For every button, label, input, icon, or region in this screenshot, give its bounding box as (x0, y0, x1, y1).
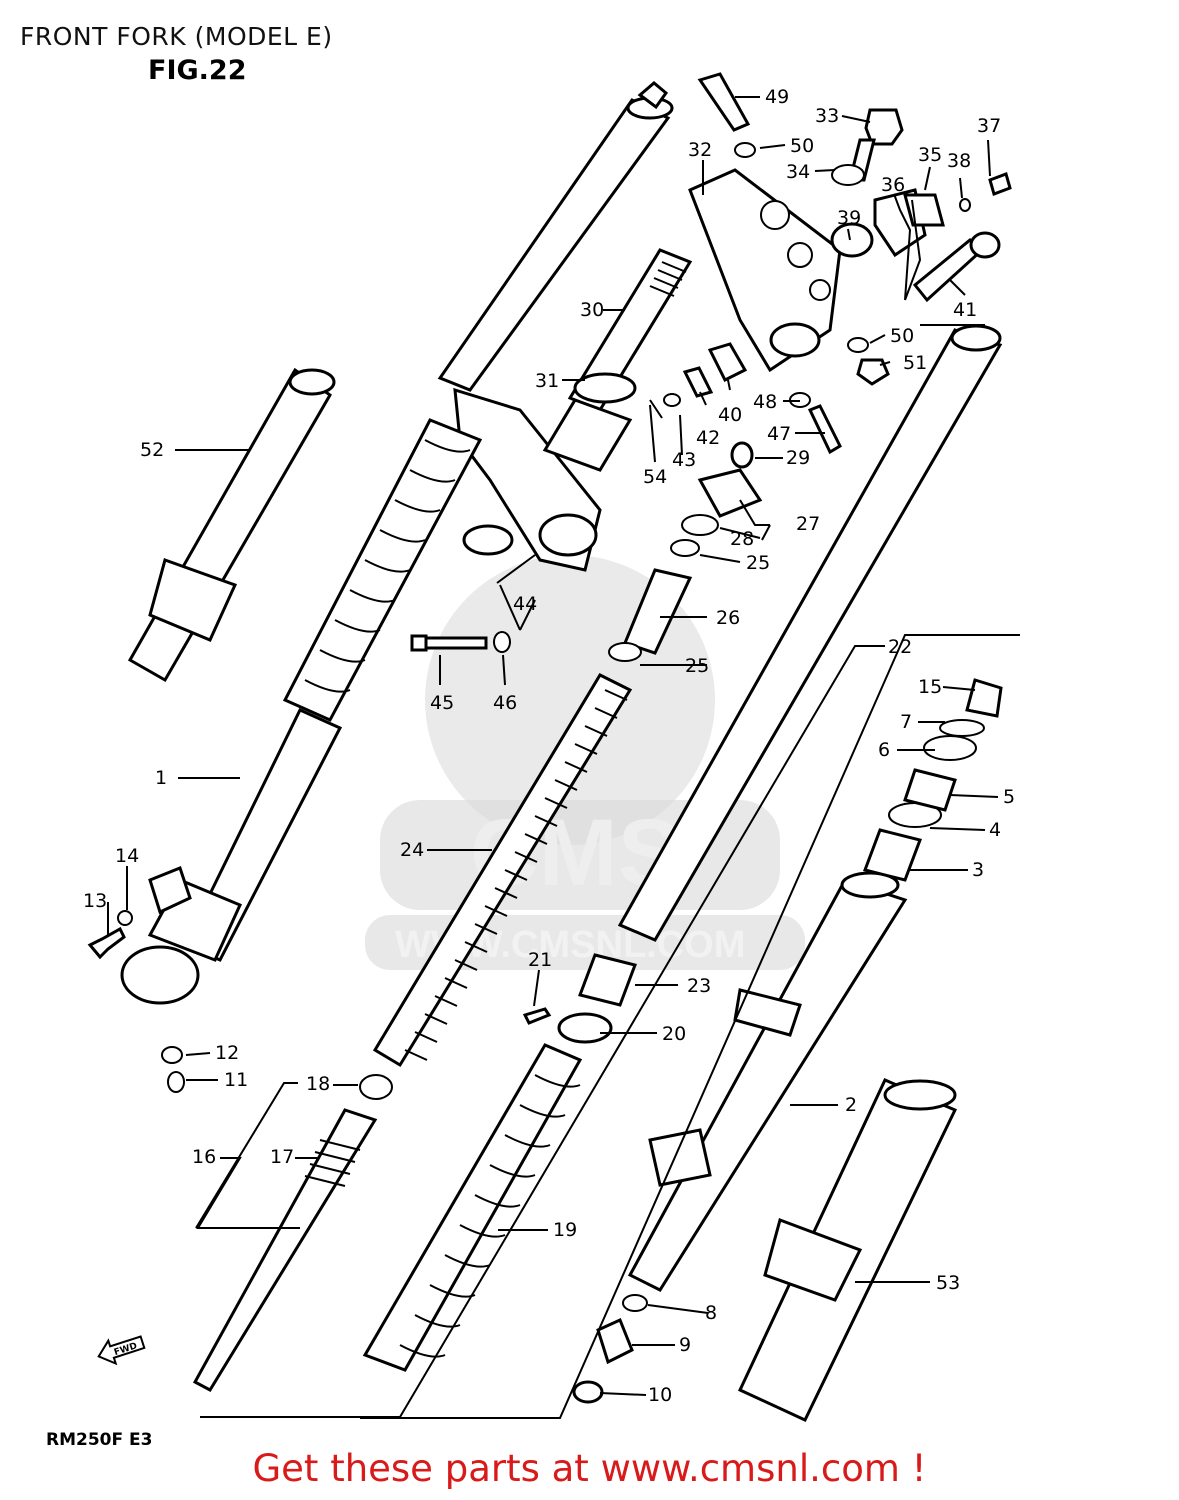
callout-34: 34 (786, 161, 810, 183)
callout-24: 24 (400, 839, 424, 861)
callout-51: 51 (903, 352, 927, 374)
callout-2: 2 (845, 1094, 857, 1116)
callout-44: 44 (513, 593, 537, 615)
callout-1: 1 (155, 767, 167, 789)
callout-47: 47 (767, 423, 791, 445)
model-code: RM250F E3 (46, 1430, 153, 1450)
callout-46: 46 (493, 692, 517, 714)
callout-50a: 50 (790, 135, 814, 157)
right-inner-tube-22 (617, 324, 1003, 942)
damper-parts (608, 468, 763, 662)
callout-36: 36 (881, 174, 905, 196)
callout-19: 19 (553, 1219, 577, 1241)
callout-27: 27 (796, 513, 820, 535)
callout-25b: 25 (685, 655, 709, 677)
callout-26: 26 (716, 607, 740, 629)
callout-22: 22 (888, 636, 912, 658)
callout-15: 15 (918, 676, 942, 698)
page-title: FRONT FORK (MODEL E) (20, 22, 333, 51)
callout-42: 42 (696, 427, 720, 449)
callout-40: 40 (718, 404, 742, 426)
clamp-20-bushing-23 (557, 953, 637, 1044)
hardware-top-right (649, 72, 1012, 469)
callout-35: 35 (918, 144, 942, 166)
callout-52: 52 (140, 439, 164, 461)
callout-37: 37 (977, 115, 1001, 137)
callout-32: 32 (688, 139, 712, 161)
callout-31: 31 (535, 370, 559, 392)
seal-stack (863, 678, 1003, 882)
callout-9: 9 (679, 1334, 691, 1356)
fork-boot-19 (362, 1043, 583, 1372)
callout-38: 38 (947, 150, 971, 172)
callout-17: 17 (270, 1146, 294, 1168)
callout-53: 53 (936, 1272, 960, 1294)
callout-12: 12 (215, 1042, 239, 1064)
callout-41: 41 (953, 299, 977, 321)
callout-23: 23 (687, 975, 711, 997)
callout-21: 21 (528, 949, 552, 971)
callout-45: 45 (430, 692, 454, 714)
callout-30: 30 (580, 299, 604, 321)
leader-lines (107, 96, 1020, 1419)
callout-54: 54 (643, 466, 667, 488)
callout-14: 14 (115, 845, 139, 867)
callout-5: 5 (1003, 786, 1015, 808)
small-parts-left (87, 910, 552, 1100)
callout-43: 43 (672, 449, 696, 471)
right-outer-tube-2 (627, 871, 908, 1292)
top-bracket-32 (688, 168, 842, 373)
forward-arrow-icon: FWD (97, 1335, 146, 1366)
left-fork-assembly (120, 81, 674, 1005)
callout-16: 16 (192, 1146, 216, 1168)
fork-spring-24 (372, 673, 633, 1068)
damper-rod-16 (192, 1108, 378, 1392)
callout-29: 29 (786, 447, 810, 469)
fork-guard-53 (738, 1078, 958, 1422)
callout-33: 33 (815, 105, 839, 127)
callout-8: 8 (705, 1302, 717, 1324)
bolt-45-washer-46 (410, 631, 511, 653)
bottom-parts (572, 1294, 648, 1404)
footer-link[interactable]: Get these parts at www.cmsnl.com ! (252, 1447, 927, 1490)
callout-50b: 50 (890, 325, 914, 347)
callout-10: 10 (648, 1384, 672, 1406)
callout-39: 39 (837, 207, 861, 229)
callout-49: 49 (765, 86, 789, 108)
fork-guard-52 (127, 367, 336, 683)
callout-11: 11 (224, 1069, 248, 1091)
callout-3: 3 (972, 859, 984, 881)
callout-4: 4 (989, 819, 1001, 841)
callout-6: 6 (878, 739, 890, 761)
callout-18: 18 (306, 1073, 330, 1095)
callout-13: 13 (83, 890, 107, 912)
callout-numbers: 1 2 3 4 5 6 7 8 9 10 11 12 13 14 15 16 1… (83, 86, 1015, 1406)
figure-number: FIG.22 (148, 55, 247, 86)
callout-7: 7 (900, 711, 912, 733)
callout-25a: 25 (746, 552, 770, 574)
callout-48: 48 (753, 391, 777, 413)
steering-stem (542, 248, 693, 472)
callout-20: 20 (662, 1023, 686, 1045)
fork-boot-left (282, 418, 483, 722)
callout-28: 28 (730, 528, 754, 550)
